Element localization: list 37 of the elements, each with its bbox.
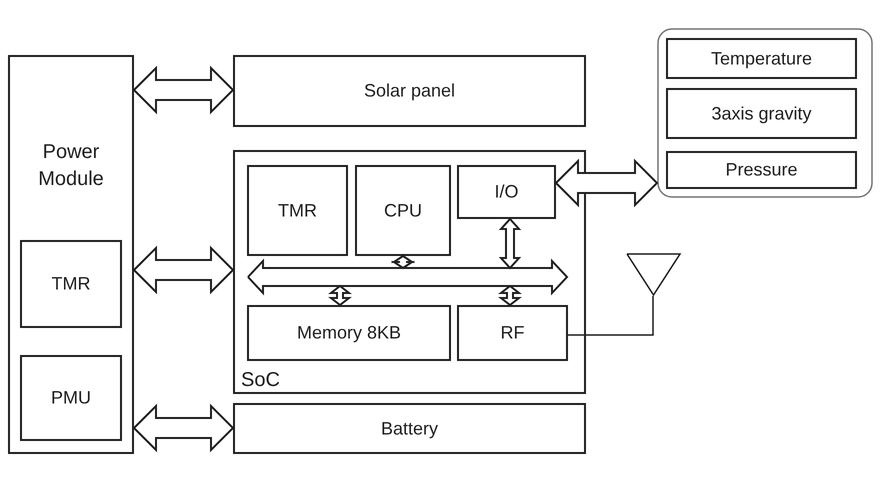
module-label: TMR <box>277 200 318 221</box>
double-arrow <box>132 246 234 294</box>
module-box <box>457 305 568 361</box>
double-arrow <box>328 284 352 306</box>
module-panel <box>8 55 134 454</box>
module-label: PMU <box>50 388 92 408</box>
module-label: I/O <box>493 182 520 202</box>
module-label: Solar panel <box>362 80 456 102</box>
double-arrow <box>132 66 234 114</box>
module-box <box>355 165 451 256</box>
module-label: TMR <box>50 274 92 294</box>
module-box <box>666 151 857 189</box>
double-arrow <box>132 404 234 452</box>
module-label: Temperature <box>710 48 814 69</box>
module-label: Memory 8KB <box>296 322 402 344</box>
module-box <box>20 355 122 441</box>
module-box <box>233 403 586 454</box>
double-arrow <box>498 218 522 270</box>
panel-label: SoC <box>241 369 280 392</box>
module-label: Battery <box>380 418 440 439</box>
module-panel <box>233 150 586 394</box>
panel-title: Power Module <box>37 140 105 192</box>
module-label: CPU <box>382 200 423 221</box>
module-box <box>666 88 857 139</box>
double-arrow <box>554 158 658 208</box>
module-box <box>666 38 857 79</box>
module-box <box>247 165 348 256</box>
double-arrow <box>390 254 416 270</box>
module-label: Pressure <box>724 160 799 180</box>
module-box <box>20 240 122 328</box>
module-label: RF <box>500 322 526 344</box>
module-box <box>233 55 586 127</box>
double-arrow <box>498 284 522 306</box>
connector-line <box>568 296 654 336</box>
module-box <box>247 305 451 361</box>
module-label: 3axis gravity <box>710 103 813 124</box>
module-box <box>457 165 556 219</box>
